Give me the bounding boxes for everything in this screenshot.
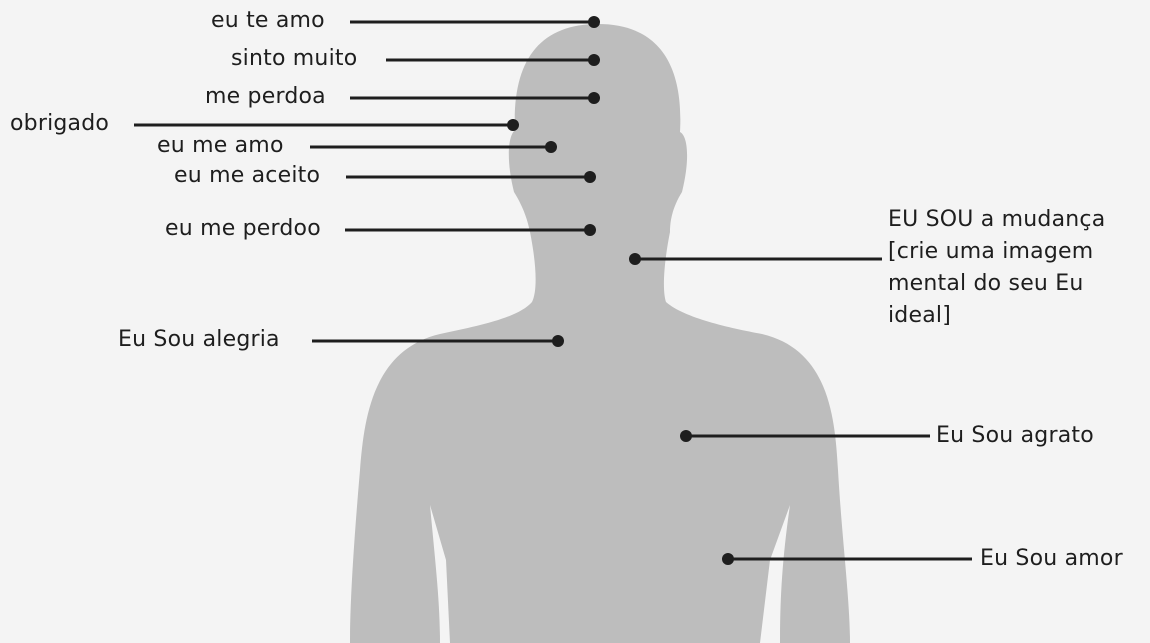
dot-me-perdoa: [588, 92, 600, 104]
label-eu-sou-amor: Eu Sou amor: [980, 546, 1123, 571]
dot-eu-sou-agrato: [680, 430, 692, 442]
dot-eu-me-perdoo: [584, 224, 596, 236]
label-eu-sou-a-mudanca-line3: mental do seu Eu: [888, 271, 1084, 296]
label-eu-te-amo: eu te amo: [211, 8, 325, 33]
dot-eu-sou-amor: [722, 553, 734, 565]
human-silhouette: [350, 24, 850, 643]
label-eu-sou-a-mudanca-line4: ideal]: [888, 303, 951, 328]
dot-eu-me-amo: [545, 141, 557, 153]
label-eu-sou-alegria: Eu Sou alegria: [118, 327, 280, 352]
dot-eu-te-amo: [588, 16, 600, 28]
label-eu-sou-a-mudanca: EU SOU a mudança [crie uma imagem mental…: [888, 204, 1150, 332]
label-eu-sou-a-mudanca-line1: EU SOU a mudança: [888, 207, 1106, 232]
label-eu-me-perdoo: eu me perdoo: [165, 216, 321, 241]
label-eu-me-aceito: eu me aceito: [174, 163, 321, 188]
label-me-perdoa: me perdoa: [205, 84, 326, 109]
label-eu-me-amo: eu me amo: [157, 133, 284, 158]
dot-sinto-muito: [588, 54, 600, 66]
label-sinto-muito: sinto muito: [231, 46, 358, 71]
dot-eu-sou-a-mudanca: [629, 253, 641, 265]
dot-eu-sou-alegria: [552, 335, 564, 347]
label-eu-sou-a-mudanca-line2: [crie uma imagem: [888, 239, 1094, 264]
dot-obrigado: [507, 119, 519, 131]
label-eu-sou-agrato: Eu Sou agrato: [936, 423, 1094, 448]
dot-eu-me-aceito: [584, 171, 596, 183]
label-obrigado: obrigado: [10, 111, 110, 136]
